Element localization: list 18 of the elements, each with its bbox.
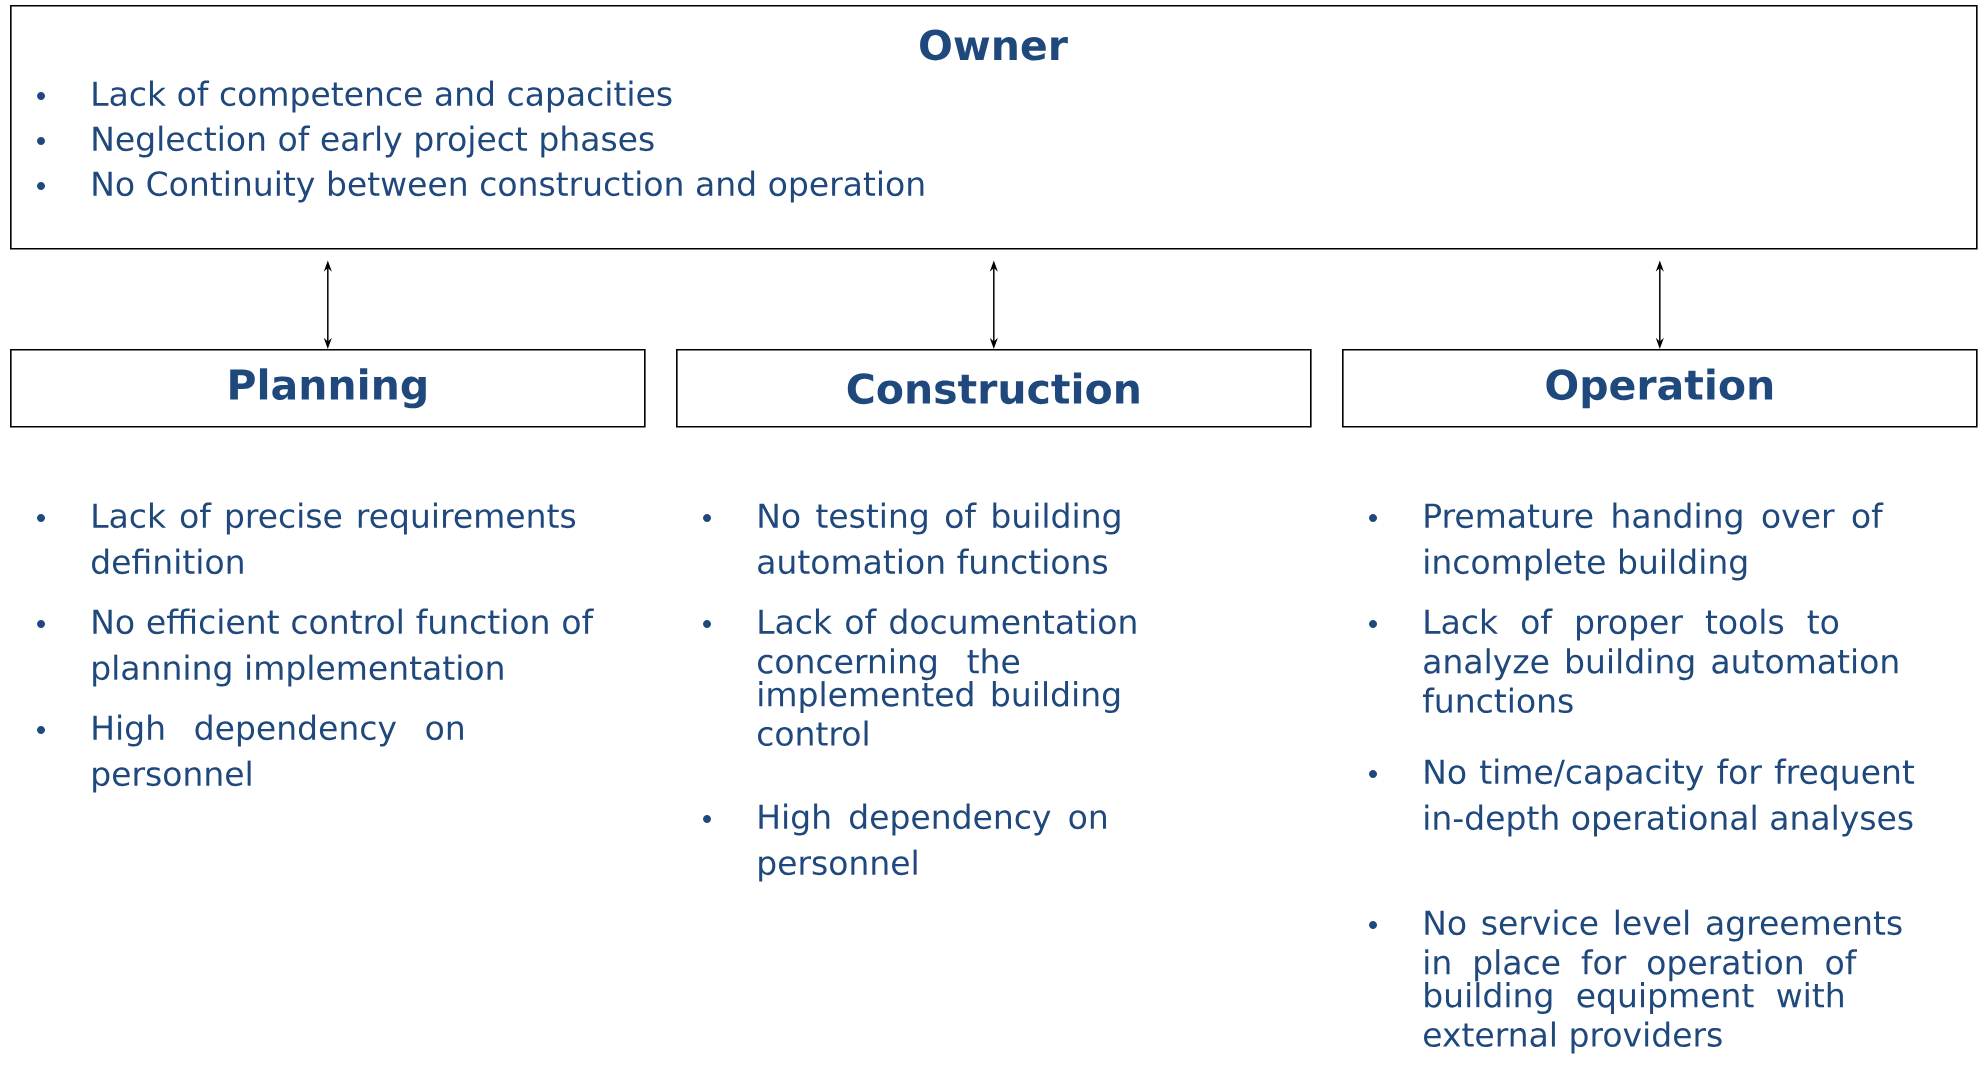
bullet-item: Premature handing over of incomplete building xyxy=(1425,502,1884,581)
bullet-item: No efficient control function of planning implementation xyxy=(93,608,594,687)
bullet-item: No testing of building automation functions xyxy=(758,502,1120,575)
bullet-item: High dependency on personnel xyxy=(759,803,1106,882)
bullet-item: Neglection of early project phases xyxy=(93,125,654,158)
bullet-item: Lack of competence and capacities xyxy=(93,80,672,113)
bullet-item: Lack of proper tools to analyze building automation functions xyxy=(1422,608,1898,714)
bullet-item: Lack of precise requirements definition xyxy=(92,502,576,575)
stakeholder-box xyxy=(10,5,1978,250)
bullet-item: No time/capacity for frequent in-depth operational analyses xyxy=(1425,758,1915,837)
box-heading: Owner xyxy=(920,29,1068,61)
phase-box: Construction xyxy=(676,349,1312,428)
bullet-item: No Continuity between construction and operation xyxy=(93,170,924,203)
bullet-item: No service level agreements in place for operation of building equipment with external providers xyxy=(1424,909,1902,1054)
bullet-item: High dependency on personnel xyxy=(93,714,463,793)
bullet-item: Lack of documentation concerning the implemented building control xyxy=(758,608,1136,747)
phase-box: Operation xyxy=(1342,349,1978,428)
phase-box: Planning xyxy=(10,349,646,428)
